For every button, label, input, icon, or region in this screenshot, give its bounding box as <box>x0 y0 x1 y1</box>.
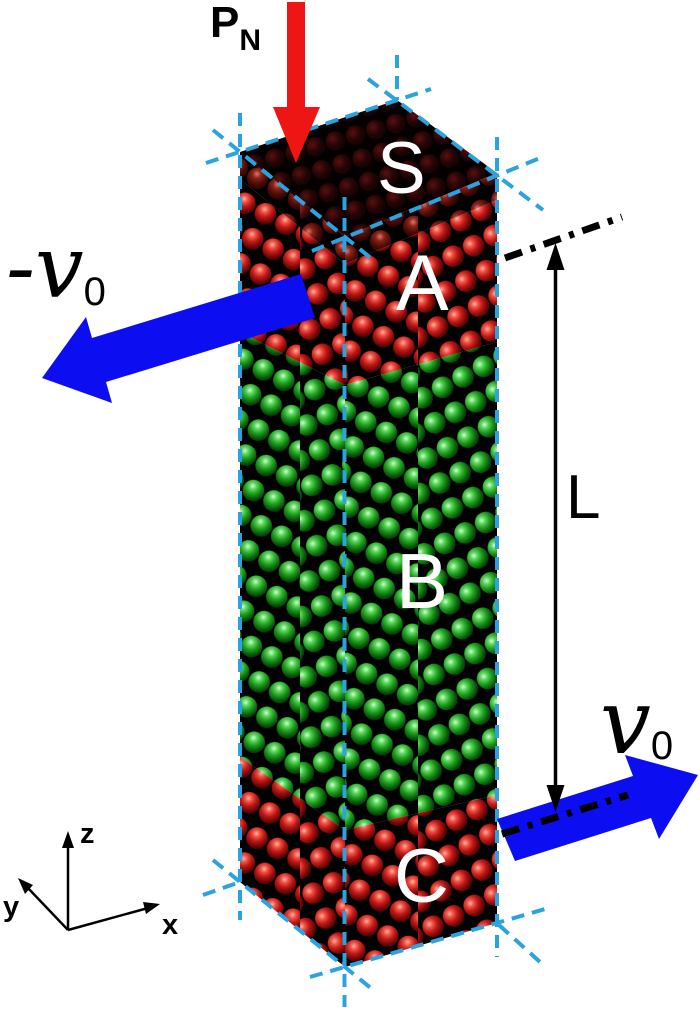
simulation-box-lines <box>202 55 553 1007</box>
box-edge-bottom-backleft-ext <box>202 880 241 897</box>
box-edge-top-frontleft <box>211 128 374 261</box>
length-arrowhead-top <box>546 243 565 270</box>
velocity-right-label: v0 <box>600 670 673 775</box>
atomistic-pillar <box>240 100 497 967</box>
length-label: L <box>566 463 600 532</box>
normal-load-label: PN <box>210 0 261 57</box>
region-c-label: C <box>394 834 449 919</box>
z-axis-label: z <box>80 818 95 850</box>
shear-plane-line-top <box>503 213 624 262</box>
velocity-left-label: -v0 <box>6 218 106 318</box>
region-a-label: A <box>396 238 449 327</box>
z-axis-arrowhead <box>62 831 74 848</box>
box-edge-bottom-backright-ext <box>497 923 542 964</box>
y-axis-arrowhead <box>18 878 33 894</box>
coordinate-axes: z x y <box>3 818 178 941</box>
box-edge-top-backright <box>366 77 545 212</box>
top-wall-label: S <box>377 128 426 209</box>
region-b-atoms <box>240 332 497 830</box>
length-measure: L <box>546 243 600 812</box>
box-edge-bottom-frontleft <box>211 858 374 991</box>
load-arrow <box>273 2 320 163</box>
length-arrowhead-bottom <box>546 785 565 812</box>
shear-plane-line-bottom <box>500 791 630 838</box>
y-axis-label: y <box>3 891 19 923</box>
box-edge-top-backleft <box>205 87 432 165</box>
velocity-arrow-left <box>42 274 315 403</box>
x-axis-label: x <box>162 909 178 941</box>
x-axis-arrowhead <box>143 902 160 914</box>
region-b-label: B <box>396 537 448 625</box>
